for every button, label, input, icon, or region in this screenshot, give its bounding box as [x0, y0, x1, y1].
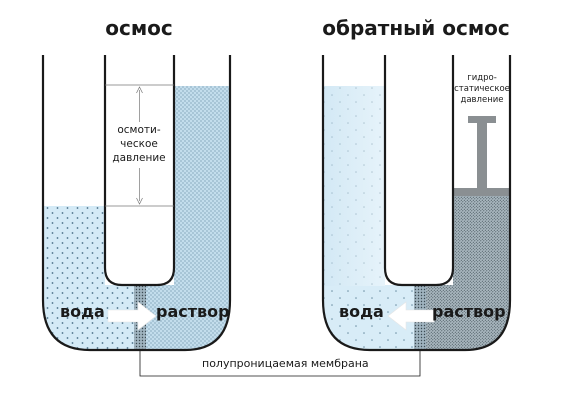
osmotic-pressure-label: осмоти- ческое давление — [112, 124, 166, 164]
hydrostatic-pressure-label: гидро- статическое давление — [454, 73, 510, 105]
solution-region — [425, 196, 510, 350]
arrowhead-down-icon — [136, 197, 143, 205]
flow-arrow — [387, 301, 435, 331]
u-tube-outline — [41, 55, 232, 352]
flow-arrow — [107, 301, 157, 331]
panel-title-reverse-osmosis: обратный осмос — [322, 16, 510, 40]
reverse-osmosis-panel — [321, 55, 512, 352]
arrowhead-up-icon — [136, 86, 143, 94]
solution-label: раствор — [156, 302, 230, 321]
solution-region — [145, 86, 230, 350]
membrane-pointer-line — [139, 350, 421, 377]
panel-title-osmosis: осмос — [105, 16, 173, 40]
piston-plate — [453, 188, 510, 196]
u-tube-outline — [321, 55, 512, 352]
water-label: вода — [60, 302, 105, 321]
u-tube-inner-outline — [383, 55, 455, 287]
water-label: вода — [339, 302, 384, 321]
membrane-label: полупроницаемая мембрана — [200, 357, 371, 370]
solution-label: раствор — [432, 302, 506, 321]
osmosis-panel — [41, 55, 232, 352]
